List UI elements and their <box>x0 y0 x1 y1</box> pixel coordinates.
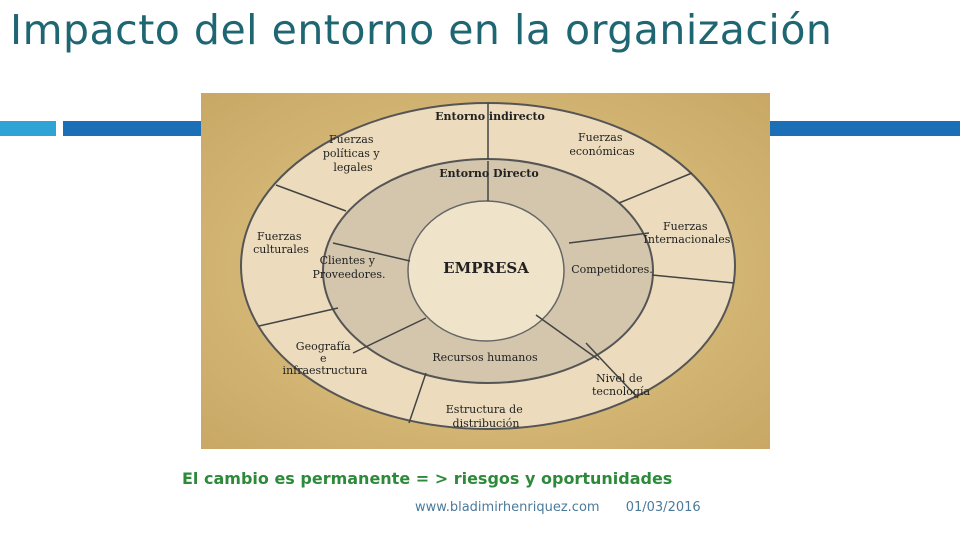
accent-bar-left <box>63 121 203 136</box>
accent-bar-right <box>768 121 960 136</box>
indirect-item-international: Fuerzas Internacionales <box>644 220 731 246</box>
middle-divider <box>332 242 411 262</box>
direct-title: Entorno Directo <box>439 167 538 180</box>
middle-divider <box>352 317 427 354</box>
indirect-item-geography: Geografía e infraestructura <box>283 340 368 377</box>
indirect-item-distribution: Estructura de distribución <box>446 403 526 430</box>
middle-divider <box>535 314 600 361</box>
footer-date: 01/03/2016 <box>625 500 701 515</box>
indirect-item-cultural: Fuerzas culturales <box>253 230 309 256</box>
caption-text: El cambio es permanente = > riesgos y op… <box>182 469 673 488</box>
outer-divider <box>651 274 735 284</box>
outer-divider <box>275 184 347 212</box>
environment-diagram: Entorno indirecto Entorno Directo EMPRES… <box>201 93 770 449</box>
indirect-item-political: Fuerzas políticas y legales <box>323 133 383 174</box>
outer-divider <box>618 172 693 204</box>
outer-divider <box>408 372 427 424</box>
direct-item-competitors: Competidores. <box>571 263 653 276</box>
middle-divider <box>568 232 650 244</box>
inner-circle <box>407 200 565 342</box>
indirect-item-economic: Fuerzas económicas <box>569 131 635 158</box>
slide-title: Impacto del entorno en la organización <box>10 6 833 54</box>
accent-bar-small <box>0 121 56 136</box>
direct-item-hr: Recursos humanos <box>432 351 538 364</box>
indirect-title: Entorno indirecto <box>435 110 545 123</box>
footer: www.bladimirhenriquez.com 01/03/2016 <box>415 500 701 515</box>
footer-website: www.bladimirhenriquez.com <box>415 500 600 515</box>
center-label: EMPRESA <box>443 259 529 277</box>
outer-divider <box>585 342 639 399</box>
outer-divider <box>258 307 339 327</box>
indirect-item-technology: Nivel de tecnología <box>592 372 650 398</box>
direct-item-clients: Clientes y Proveedores. <box>312 254 385 281</box>
